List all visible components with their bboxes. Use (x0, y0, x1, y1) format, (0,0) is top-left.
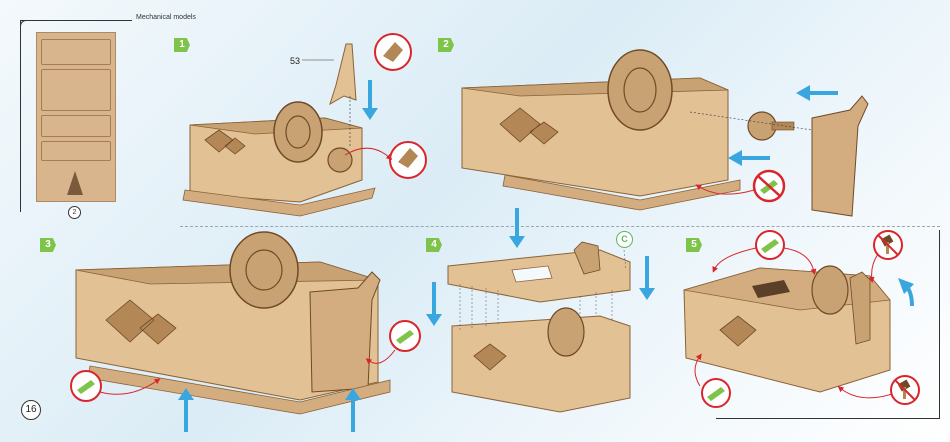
step-4-lid (448, 242, 630, 302)
step-1-box (183, 44, 375, 216)
blue-arrow (796, 85, 838, 101)
blue-arrow (898, 278, 914, 306)
step-5-box (684, 266, 890, 392)
blue-arrow (509, 208, 525, 248)
prohibit-hammer-icon (872, 231, 902, 280)
step-3-box (76, 232, 390, 414)
step-2-box (462, 50, 868, 216)
blue-arrow (362, 80, 378, 120)
blue-arrow (426, 282, 442, 326)
page-number: 16 (21, 400, 41, 420)
blue-arrow (728, 150, 770, 166)
blue-arrow (639, 256, 655, 300)
